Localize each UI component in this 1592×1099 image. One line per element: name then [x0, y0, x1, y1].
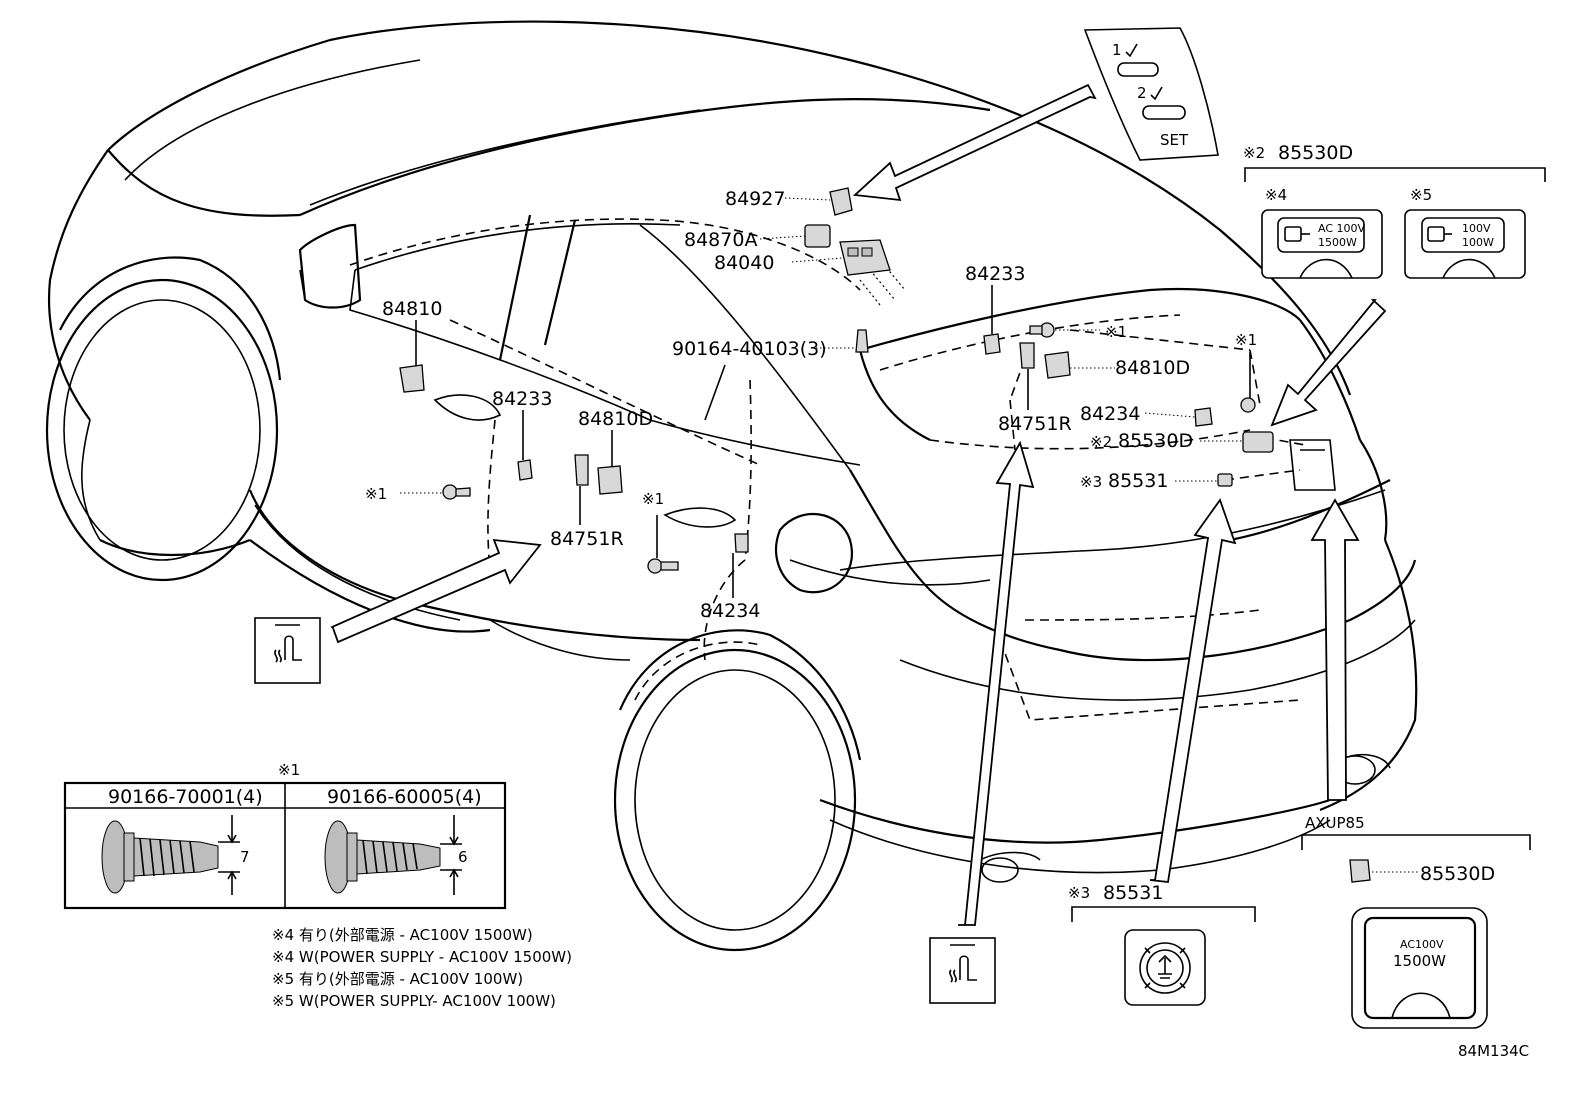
- memory-button-1-label: 1: [1112, 41, 1122, 59]
- mark-1-right: ※1: [1235, 331, 1257, 349]
- outlet-opt4-power: 1500W: [1318, 236, 1357, 249]
- label-84234-left: 84234: [700, 600, 760, 622]
- leader-lines: [400, 197, 1251, 598]
- axup85-power: 1500W: [1393, 952, 1446, 970]
- label-84751R-right: 84751R: [998, 413, 1072, 435]
- checkmark-icon: [1125, 43, 1138, 58]
- bolt-table-mark: ※1: [278, 761, 300, 779]
- memory-button-2[interactable]: [1142, 105, 1186, 120]
- power-plug-icon: [1427, 226, 1452, 242]
- arrow-85531: [1149, 498, 1237, 883]
- part-shapes: [399, 187, 1274, 574]
- arrow-seat-heater-left: [330, 538, 542, 644]
- seat-heater-box-bottom: [929, 937, 996, 1004]
- mark-1-middle: ※1: [642, 490, 664, 508]
- label-84751R-left: 84751R: [550, 528, 624, 550]
- label-84870A: 84870A: [684, 229, 757, 251]
- label-84233-left: 84233: [492, 388, 552, 410]
- seat-heater-icon: [274, 635, 302, 663]
- note-4: ※5 W(POWER SUPPLY- AC100V 100W): [272, 992, 556, 1010]
- label-84810D-left: 84810D: [578, 408, 653, 430]
- mark-1-left: ※1: [365, 485, 387, 503]
- arrow-outlet-group: [1270, 299, 1387, 427]
- diagram-id: 84M134C: [1458, 1042, 1529, 1060]
- seat-heater-icon: [949, 955, 977, 983]
- axup85-voltage: AC100V: [1400, 938, 1444, 951]
- label-84233-right: 84233: [965, 263, 1025, 285]
- label-84040: 84040: [714, 252, 774, 274]
- label-84810D-right: 84810D: [1115, 357, 1190, 379]
- outlet-opt5-mark: ※5: [1410, 186, 1432, 204]
- bolt-70001: [101, 815, 240, 895]
- mark-3-right: ※3: [1080, 473, 1102, 491]
- note-3: ※5 有り(外部電源 - AC100V 100W): [272, 970, 523, 988]
- part-labels: 84927 84870A 84040 84810 90164-40103(3) …: [365, 188, 1257, 622]
- bolt-70001-dim: 7: [240, 848, 250, 866]
- switch-85531-detail: ※3 85531: [1068, 882, 1256, 1006]
- bolt-table-col2: 90166-60005(4): [327, 786, 482, 808]
- memory-switch-detail: 1 2 SET: [1083, 27, 1219, 161]
- label-84234-right: 84234: [1080, 403, 1140, 425]
- note-1: ※4 有り(外部電源 - AC100V 1500W): [272, 926, 533, 944]
- outlet-group-part: 85530D: [1278, 142, 1353, 164]
- outlet-opt4-mark: ※4: [1265, 186, 1287, 204]
- arrow-memory-switch: [852, 83, 1097, 202]
- vehicle-outline: [45, 20, 1418, 952]
- seat-heat-switch-icon: [1158, 954, 1172, 979]
- arrow-seat-heater-bottom: [958, 440, 1035, 926]
- power-plug-icon: [1284, 226, 1310, 242]
- set-button-label: SET: [1160, 131, 1189, 149]
- outlet-plug-icon: [1349, 859, 1371, 883]
- outlet-opt4-voltage: AC 100V: [1318, 222, 1366, 235]
- bolt-60005: [324, 815, 462, 895]
- label-90164: 90164-40103(3): [672, 338, 827, 360]
- switch-detail-mark: ※3: [1068, 884, 1090, 902]
- memory-button-1[interactable]: [1117, 62, 1159, 77]
- checkmark-icon: [1150, 86, 1163, 101]
- bolt-table: ※1 90166-70001(4) 90166-60005(4) 7 6: [63, 761, 507, 910]
- outlet-opt5-voltage: 100V: [1462, 222, 1491, 235]
- memory-button-2-label: 2: [1137, 84, 1147, 102]
- seat-heater-box-left: [254, 617, 321, 684]
- axup85-model: AXUP85: [1305, 814, 1365, 832]
- outlet-group-mark: ※2: [1243, 144, 1265, 162]
- callout-arrows: [330, 83, 1387, 926]
- label-84810: 84810: [382, 298, 442, 320]
- axup85-part: 85530D: [1420, 863, 1495, 885]
- bolt-table-col1: 90166-70001(4): [108, 786, 263, 808]
- option-notes: ※4 有り(外部電源 - AC100V 1500W) ※4 W(POWER SU…: [272, 926, 572, 1010]
- outlet-opt5-power: 100W: [1462, 236, 1494, 249]
- label-85531-right: 85531: [1108, 470, 1168, 492]
- switch-detail-part: 85531: [1103, 882, 1163, 904]
- note-2: ※4 W(POWER SUPPLY - AC100V 1500W): [272, 948, 572, 966]
- mark-2-right: ※2: [1090, 433, 1112, 451]
- label-84927: 84927: [725, 188, 785, 210]
- axup85-detail: AXUP85 85530D AC100V 1500W: [1301, 814, 1531, 1029]
- arrow-axup85: [1310, 498, 1360, 801]
- outlet-group-detail: ※2 85530D ※4 ※5 AC 100V 1500W 100V 100W: [1243, 142, 1546, 279]
- label-85530D-right: 85530D: [1118, 430, 1193, 452]
- mark-1-right-top: ※1: [1105, 323, 1127, 341]
- bolt-60005-dim: 6: [458, 848, 468, 866]
